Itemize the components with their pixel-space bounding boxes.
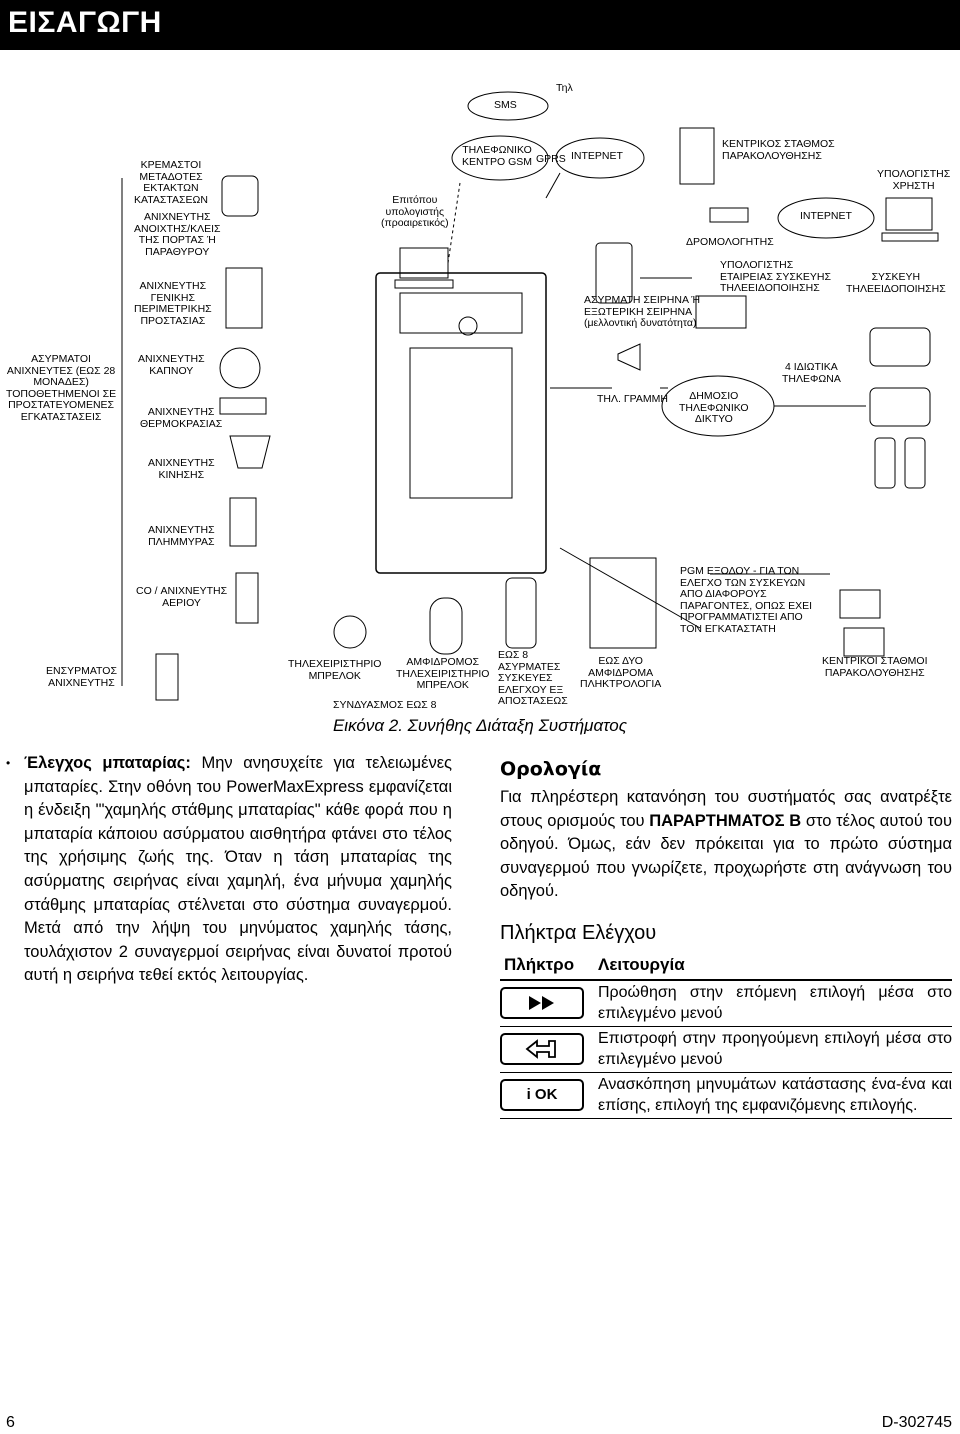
user-pc-monitor [885,197,933,231]
battery-text: Μην ανησυχείτε για τελειωμένες μπαταρίες… [24,754,453,985]
router-box [709,207,749,223]
internet-cloud-right [777,197,875,239]
system-diagram: SMS Τηλ ΤΗΛΕΦΩΝΙΚΟ ΚΕΝΤΡΟ GSM GPRS INTEP… [0,58,960,740]
phone-label: Τηλ [556,82,573,94]
figure-caption: Εικόνα 2. Συνήθης Διάταξη Συστήματος [332,716,628,735]
header-bar: ΕΙΣΑΓΩΓΗ [0,0,960,50]
col-key-header: Πλήκτρο [500,952,594,982]
remote-device [505,577,537,649]
internet-top-label: INTEPNET [571,150,623,162]
table-row: i OK Ανασκόπηση μηνυμάτων κατάστασης ένα… [500,1072,952,1120]
motion-detector-label: ΑΝΙΧΝΕΥΤΗΣ ΚΙΝΗΣΗΣ [148,457,215,481]
fast-forward-icon [500,987,584,1020]
keypad-device [589,557,657,649]
table-row: Προώθηση στην επόμενη επιλογή μέσα στο ε… [500,980,952,1028]
co-device [235,572,259,624]
function-text: Ανασκόπηση μηνυμάτων κατάστασης ένα-ένα … [594,1072,952,1120]
bullet: • [6,756,11,770]
smoke-device [219,347,261,389]
hanging-transmitters-label: ΚΡΕΜΑΣΤΟΙ ΜΕΤΑΔΟΤΕΣ ΕΚΤΑΚΤΩΝ ΚΑΤΑΣΤΑΣΕΩΝ [134,159,208,206]
keyfob-label: ΤΗΛΕΧΕΙΡΙΣΤΗΡΙΟ ΜΠΡΕΛΟΚ [288,658,382,682]
gsm-center-label: ΤΗΛΕΦΩΝΙΚΟ ΚΕΝΤΡΟ GSM [462,144,533,168]
gsm-cloud [451,135,549,181]
siren-box [595,242,633,304]
terminology-heading: Ορολογία [500,758,602,780]
panel-keypad [409,347,513,499]
siren-label: ΑΣΥΡΜΑΤΗ ΣΕΙΡΗΝΑ Ή ΕΞΩΤΕΡΙΚΗ ΣΕΙΡΗΝΑ (με… [584,294,701,329]
central-stations-label: ΚΕΝΤΡΙΚΟΙ ΣΤΑΘΜΟΙ ΠΑΡΑΚΟΛΟΥΘΗΣΗΣ [822,655,928,679]
central-station-2 [843,627,885,657]
terminology-appendix-ref: ΠΑΡΑΡΤΗΜΑΤΟΣ Β [649,811,802,830]
battery-paragraph: Έλεγχος μπαταρίας: Μην ανησυχείτε για τε… [24,752,452,988]
function-text: Επιστροφή στην προηγούμενη επιλογή μέσα … [594,1026,952,1074]
function-text: Προώθηση στην επόμενη επιλογή μέσα στο ε… [594,980,952,1028]
user-pc-label: ΥΠΟΛΟΓΙΣΤΗΣ ΧΡΗΣΤΗ [877,168,951,192]
page-number: 6 [6,1414,15,1431]
back-arrow-icon [500,1033,584,1066]
temp-detector-label: ΑΝΙΧΝΕΥΤΗΣ ΘΕΡΜΟΚΡΑΣΙΑΣ [140,406,223,430]
battery-title: Έλεγχος μπαταρίας: [24,754,191,772]
terminology-text-after: στο τέλος αυτού του οδηγού. Όμως, εάν δε… [500,811,953,901]
twoway-keyfob-device [429,597,463,655]
gprs-label: GPRS [536,153,566,165]
phone-3 [874,437,896,489]
pgm-output-label: PGM ΕΞΟΔΟΥ - ΓΙΑ ΤΟΝ ΕΛΕΓΧΟ ΤΩΝ ΣΥΣΚΕΥΩΝ… [680,565,813,635]
keyfob-device [333,615,367,649]
private-phones-label: 4 ΙΔΙΩΤΙΚΑ ΤΗΛΕΦΩΝΑ [782,361,841,385]
flood-device [229,497,257,547]
wired-device [155,653,179,701]
control-panel [375,272,547,574]
temp-device [219,397,267,415]
table-row: Επιστροφή στην προηγούμενη επιλογή μέσα … [500,1026,952,1074]
sms-label: SMS [494,99,517,111]
public-network-label: ΔΗΜΟΣΙΟ ΤΗΛΕΦΩΝΙΚΟ ΔΙΚΤΥΟ [679,390,749,425]
keypads-label: ΕΩΣ ΔΥΟ ΑΜΦΙΔΡΟΜΑ ΠΛΗΚΤΡΟΛΟΓΙΑ [580,655,662,690]
internet-cloud-top [555,137,645,179]
terminology-text-before: Για πληρέστερη κατανόηση του συστήματός … [500,788,952,830]
perimeter-device [225,267,263,329]
sms-cloud [467,91,549,121]
pendant-device [221,175,259,217]
phone-1 [869,327,931,367]
document-code: D-302745 [881,1414,952,1431]
pairing-label: ΣΥΝΔΥΑΣΜΟΣ ΕΩΣ 8 [333,699,437,711]
phone-2 [869,387,931,427]
company-pc-label: ΥΠΟΛΟΓΙΣΤΗΣ ΕΤΑΙΡΕΙΑΣ ΣΥΣΚΕΥΗΣ ΤΗΛΕΕΙΔΟΠ… [720,259,831,294]
table-header-row: Πλήκτρο Λειτουργία [500,952,952,982]
speaker-horn [617,343,641,371]
ok-icon: i OK [500,1079,584,1112]
wireless-detectors-label: ΑΣΥΡΜΑΤΟΙ ΑΝΙΧΝΕΥΤΕΣ (ΕΩΣ 28 ΜΟΝΑΔΕΣ) ΤΟ… [6,353,117,423]
central-station-label: ΚΕΝΤΡΙΚΟΣ ΣΤΑΘΜΟΣ ΠΑΡΑΚΟΛΟΥΘΗΣΗΣ [722,138,835,162]
control-keys-heading: Πλήκτρα Ελέγχου [500,921,657,944]
perimeter-detector-label: ΑΝΙΧΝΕΥΤΗΣ ΓΕΝΙΚΗΣ ΠΕΡΙΜΕΤΡΙΚΗΣ ΠΡΟΣΤΑΣΙ… [134,280,212,327]
control-keys-table: Πλήκτρο Λειτουργία Προώθηση στην επόμενη… [500,952,952,1120]
smoke-detector-label: ΑΝΙΧΝΕΥΤΗΣ ΚΑΠΝΟΥ [138,353,205,377]
central-station-tower [679,127,715,185]
wired-detector-label: ΕΝΣΥΡΜΑΤΟΣ ΑΝΙΧΝΕΥΤΗΣ [46,665,117,689]
right-column: Ορολογία Για πληρέστερη κατανόηση του συ… [500,758,952,1120]
diagram-graphics [121,91,939,701]
col-function-header: Λειτουργία [594,952,952,982]
flood-detector-label: ΑΝΙΧΝΕΥΤΗΣ ΠΛΗΜΜΥΡΑΣ [148,524,215,548]
notification-device-label: ΣΥΣΚΕΥΗ ΤΗΛΕΕΙΔΟΠΟΙΗΣΗΣ [846,271,946,295]
phone-line-label: ΤΗΛ. ΓΡΑΜΜΗ [597,393,668,405]
router-label: ΔΡΟΜΟΛΟΓΗΤΗΣ [686,236,774,248]
onsite-pc-label: Επιτόπου υπολογιστής (προαιρετικός) [381,194,449,229]
company-pc-monitor [695,295,747,329]
panel-display [399,292,523,334]
central-station-1 [839,589,881,619]
phone-4 [904,437,926,489]
remote-controls-label: ΕΩΣ 8 ΑΣΥΡΜΑΤΕΣ ΣΥΣΚΕΥΕΣ ΕΛΕΓΧΟΥ ΕΞ ΑΠΟΣ… [498,649,568,707]
page-title: ΕΙΣΑΓΩΓΗ [8,6,162,39]
internet-right-label: INTEPNET [800,210,852,222]
door-detector-label: ΑΝΙΧΝΕΥΤΗΣ ΑΝΟΙΧΤΗΣ/ΚΛΕΙΣ ΤΗΣ ΠΟΡΤΑΣ Ή Π… [134,211,221,258]
co-gas-detector-label: CO / ΑΝΙΧΝΕΥΤΗΣ ΑΕΡΙΟΥ [136,585,228,609]
terminology-paragraph: Για πληρέστερη κατανόηση του συστήματός … [500,786,952,904]
twoway-keyfob-label: ΑΜΦΙΔΡΟΜΟΣ ΤΗΛΕΧΕΙΡΙΣΤΗΡΙΟ ΜΠΡΕΛΟΚ [396,656,490,691]
motion-device [229,435,271,469]
